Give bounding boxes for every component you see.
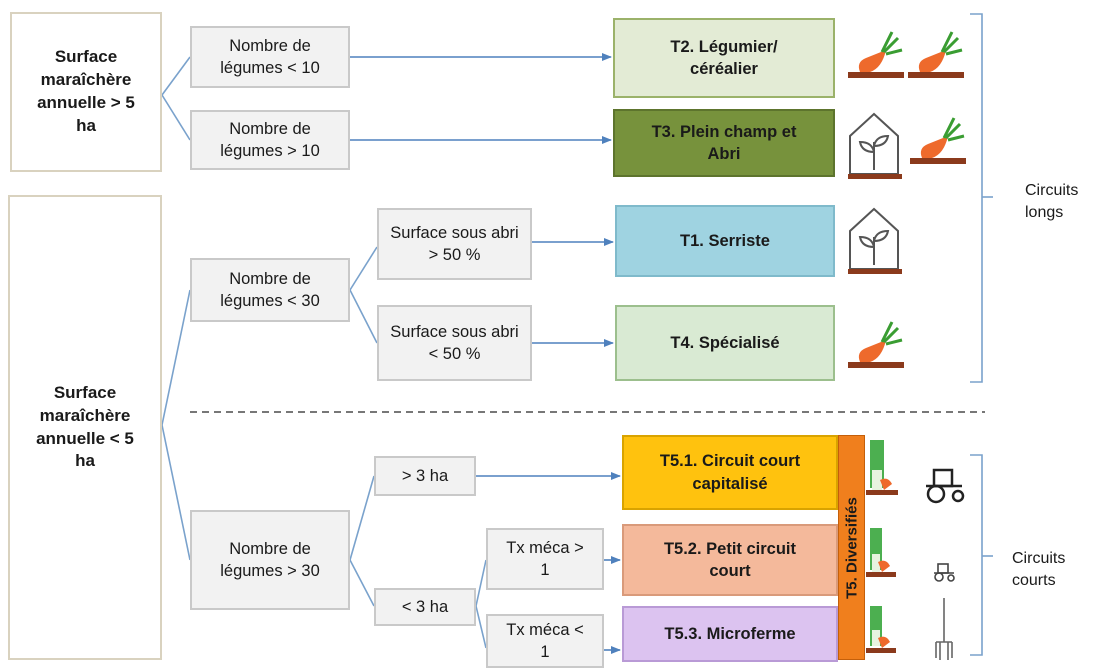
carrot-icon — [910, 117, 966, 164]
criterion-label: Nombre de légumes > 30 — [220, 539, 320, 580]
connector — [161, 289, 191, 426]
tractor-icon — [926, 468, 965, 504]
diversified-label: T5. Diversifiés — [843, 496, 860, 599]
type-label: T4. Spécialisé — [670, 333, 780, 352]
tractor-icon — [934, 563, 955, 582]
carrot-icon — [848, 321, 904, 368]
criterion-label: Surface sous abri > 50 % — [390, 223, 519, 264]
type-t1: T1. Serriste — [615, 205, 835, 277]
type-t2: T2. Légumier/ céréalier — [613, 18, 835, 98]
criterion-label: Tx méca < 1 — [506, 620, 584, 661]
type-label: T2. Légumier/ céréalier — [670, 37, 778, 78]
circuits-long-text: Circuits longs — [1025, 182, 1079, 221]
criterion-label: Tx méca > 1 — [506, 538, 584, 579]
type-label: T1. Serriste — [680, 231, 770, 250]
criterion-label: Nombre de légumes > 10 — [220, 119, 320, 160]
criterion-abri-lt-50: Surface sous abri < 50 % — [377, 305, 532, 381]
type-t5-1: T5.1. Circuit court capitalisé — [622, 435, 838, 510]
carrot-icon — [848, 31, 904, 78]
carrot-icon — [908, 31, 964, 78]
criterion-label: Nombre de légumes < 30 — [220, 269, 320, 310]
circuits-short-label: Circuits courts — [1012, 548, 1092, 591]
root-label: Surface maraîchère annuelle < 5 ha — [36, 382, 134, 471]
criterion-legumes-gt-30: Nombre de légumes > 30 — [190, 510, 350, 610]
connector — [475, 559, 487, 607]
criterion-label: Surface sous abri < 50 % — [390, 322, 519, 363]
criterion-legumes-lt-30: Nombre de légumes < 30 — [190, 258, 350, 322]
leek-icon — [866, 528, 896, 577]
leek-icon — [866, 606, 896, 653]
greenhouse-icon — [848, 112, 902, 179]
criterion-abri-gt-50: Surface sous abri > 50 % — [377, 208, 532, 280]
criterion-meca-lt-1: Tx méca < 1 — [486, 614, 604, 668]
criterion-label: < 3 ha — [401, 597, 449, 616]
type-t3: T3. Plein champ et Abri — [613, 109, 835, 177]
root-surface-large: Surface maraîchère annuelle > 5 ha — [10, 12, 162, 172]
type-label: T5.3. Microferme — [664, 624, 796, 643]
connector — [349, 475, 375, 561]
fork-icon — [935, 598, 953, 660]
criterion-legumes-lt-10: Nombre de légumes < 10 — [190, 26, 350, 88]
circuits-long-label: Circuits longs — [1025, 180, 1095, 223]
criterion-label: > 3 ha — [401, 466, 449, 485]
connector — [161, 424, 191, 561]
criterion-lt-3ha: < 3 ha — [374, 588, 476, 626]
brace-short — [970, 454, 983, 656]
connector — [349, 246, 378, 291]
type-label: T5.2. Petit circuit court — [663, 539, 797, 580]
criterion-gt-3ha: > 3 ha — [374, 456, 476, 496]
brace-long — [970, 13, 983, 383]
root-surface-small: Surface maraîchère annuelle < 5 ha — [8, 195, 162, 660]
connector — [161, 94, 191, 141]
connector — [349, 559, 375, 607]
type-t5-3: T5.3. Microferme — [622, 606, 838, 662]
type-t5-2: T5.2. Petit circuit court — [622, 524, 838, 596]
criterion-label: Nombre de légumes < 10 — [220, 36, 320, 77]
type-t4: T4. Spécialisé — [615, 305, 835, 381]
type-label: T3. Plein champ et Abri — [651, 122, 797, 163]
criterion-meca-gt-1: Tx méca > 1 — [486, 528, 604, 590]
greenhouse-icon — [848, 207, 902, 274]
type-label: T5.1. Circuit court capitalisé — [659, 452, 801, 493]
diversified-bar: T5. Diversifiés — [838, 435, 865, 660]
connector — [475, 605, 487, 649]
leek-icon — [866, 440, 898, 495]
circuits-short-text: Circuits courts — [1012, 550, 1066, 589]
criterion-legumes-gt-10: Nombre de légumes > 10 — [190, 110, 350, 170]
root-label: Surface maraîchère annuelle > 5 ha — [37, 47, 135, 135]
connector — [349, 289, 378, 344]
connector — [161, 56, 191, 96]
